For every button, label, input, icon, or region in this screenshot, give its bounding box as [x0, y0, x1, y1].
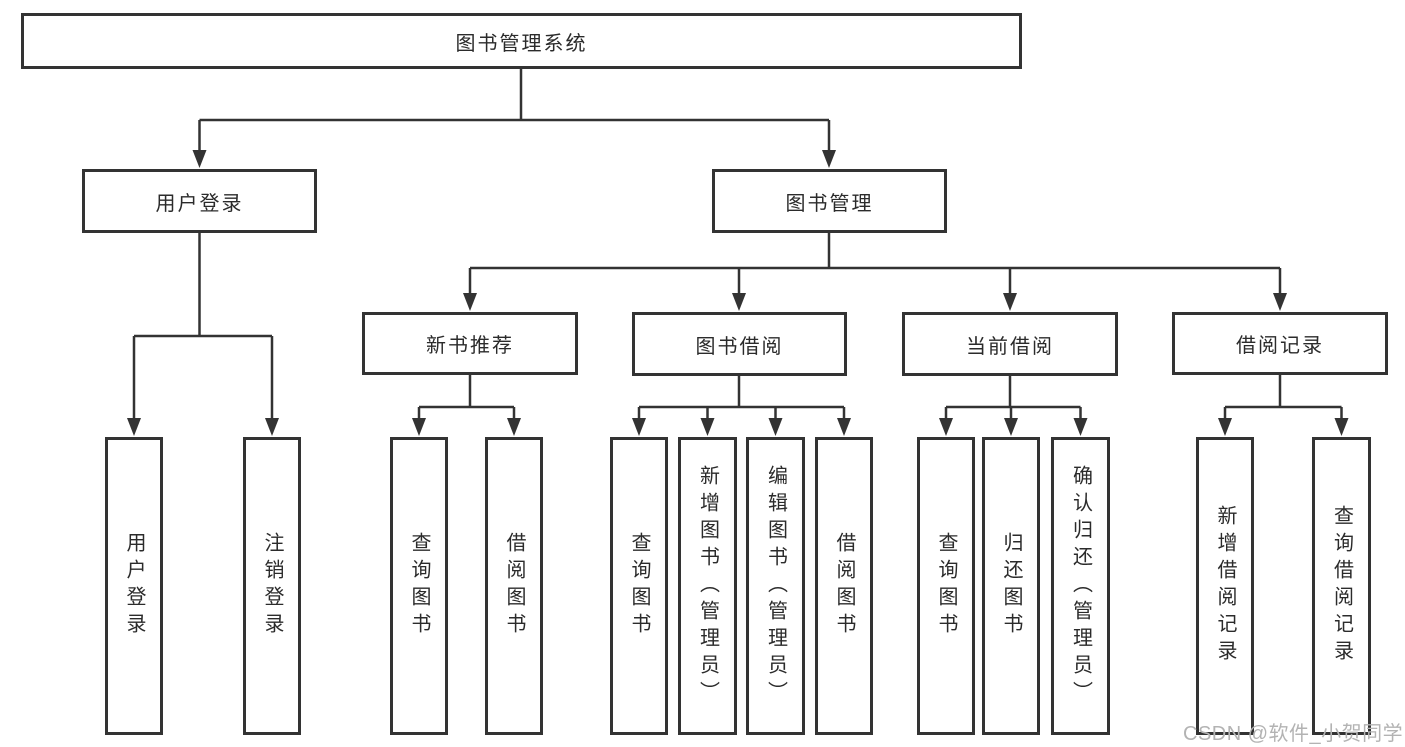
leaf-logout: 注销登录 — [243, 437, 301, 735]
leaf-label: 归还图书 — [1000, 532, 1022, 640]
leaf-label: 查询借阅记录 — [1330, 505, 1353, 667]
leaf-borrow-books: 借阅图书 — [815, 437, 873, 735]
leaf-add-books-admin: 新增图书（管理员） — [678, 437, 737, 735]
leaf-label: 确认归还（管理员） — [1069, 464, 1092, 708]
node-book-management: 图书管理 — [712, 169, 947, 233]
leaf-confirm-return-admin: 确认归还（管理员） — [1051, 437, 1110, 735]
node-current-borrowing: 当前借阅 — [902, 312, 1118, 376]
leaf-label: 查询图书 — [408, 532, 430, 640]
node-borrowing-records: 借阅记录 — [1172, 312, 1388, 375]
leaf-label: 查询图书 — [935, 532, 957, 640]
leaf-label: 借阅图书 — [833, 532, 855, 640]
leaf-label: 查询图书 — [628, 532, 650, 640]
leaf-query-books-recommend: 查询图书 — [390, 437, 448, 735]
csdn-watermark: CSDN @软件_小贺同学 — [1183, 723, 1404, 745]
leaf-query-books-borrow: 查询图书 — [610, 437, 668, 735]
leaf-return-books: 归还图书 — [982, 437, 1040, 735]
leaf-borrow-books-recommend: 借阅图书 — [485, 437, 543, 735]
node-system-root: 图书管理系统 — [21, 13, 1022, 69]
leaf-label: 借阅图书 — [503, 532, 525, 640]
arrowheads — [127, 150, 1349, 436]
node-user-login: 用户登录 — [82, 169, 317, 233]
leaf-label: 注销登录 — [261, 532, 283, 640]
leaf-label: 新增图书（管理员） — [696, 464, 719, 708]
leaf-label: 用户登录 — [123, 532, 145, 640]
leaf-label: 新增借阅记录 — [1214, 505, 1236, 667]
leaf-edit-books-admin: 编辑图书（管理员） — [746, 437, 805, 735]
leaf-query-books-current: 查询图书 — [917, 437, 975, 735]
leaf-add-borrow-record: 新增借阅记录 — [1196, 437, 1254, 735]
node-book-borrowing: 图书借阅 — [632, 312, 847, 376]
leaf-query-borrow-record: 查询借阅记录 — [1312, 437, 1371, 735]
leaf-user-login: 用户登录 — [105, 437, 163, 735]
node-new-book-recommend: 新书推荐 — [362, 312, 578, 375]
leaf-label: 编辑图书（管理员） — [764, 464, 787, 708]
